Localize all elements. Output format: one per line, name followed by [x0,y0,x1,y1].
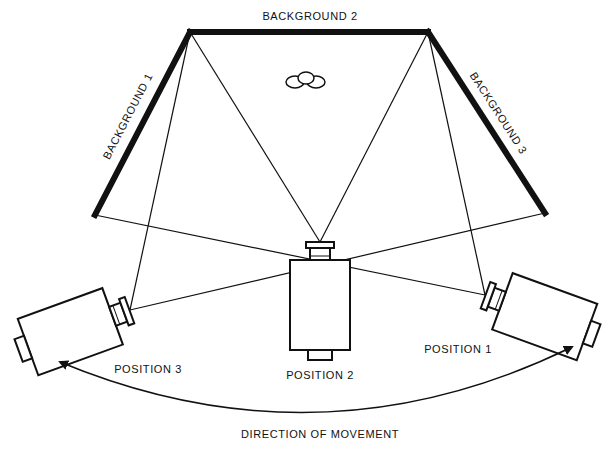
movement-arrow [60,347,572,412]
movement-label: DIRECTION OF MOVEMENT [241,428,399,440]
position-label: POSITION 3 [114,363,182,375]
camera [475,267,606,364]
position-label: POSITION 2 [286,369,354,381]
background-label: BACKGROUND 2 [262,10,357,22]
subject [286,72,325,88]
position-label: POSITION 1 [424,343,492,355]
camera [290,242,350,360]
background-panels [95,32,545,215]
